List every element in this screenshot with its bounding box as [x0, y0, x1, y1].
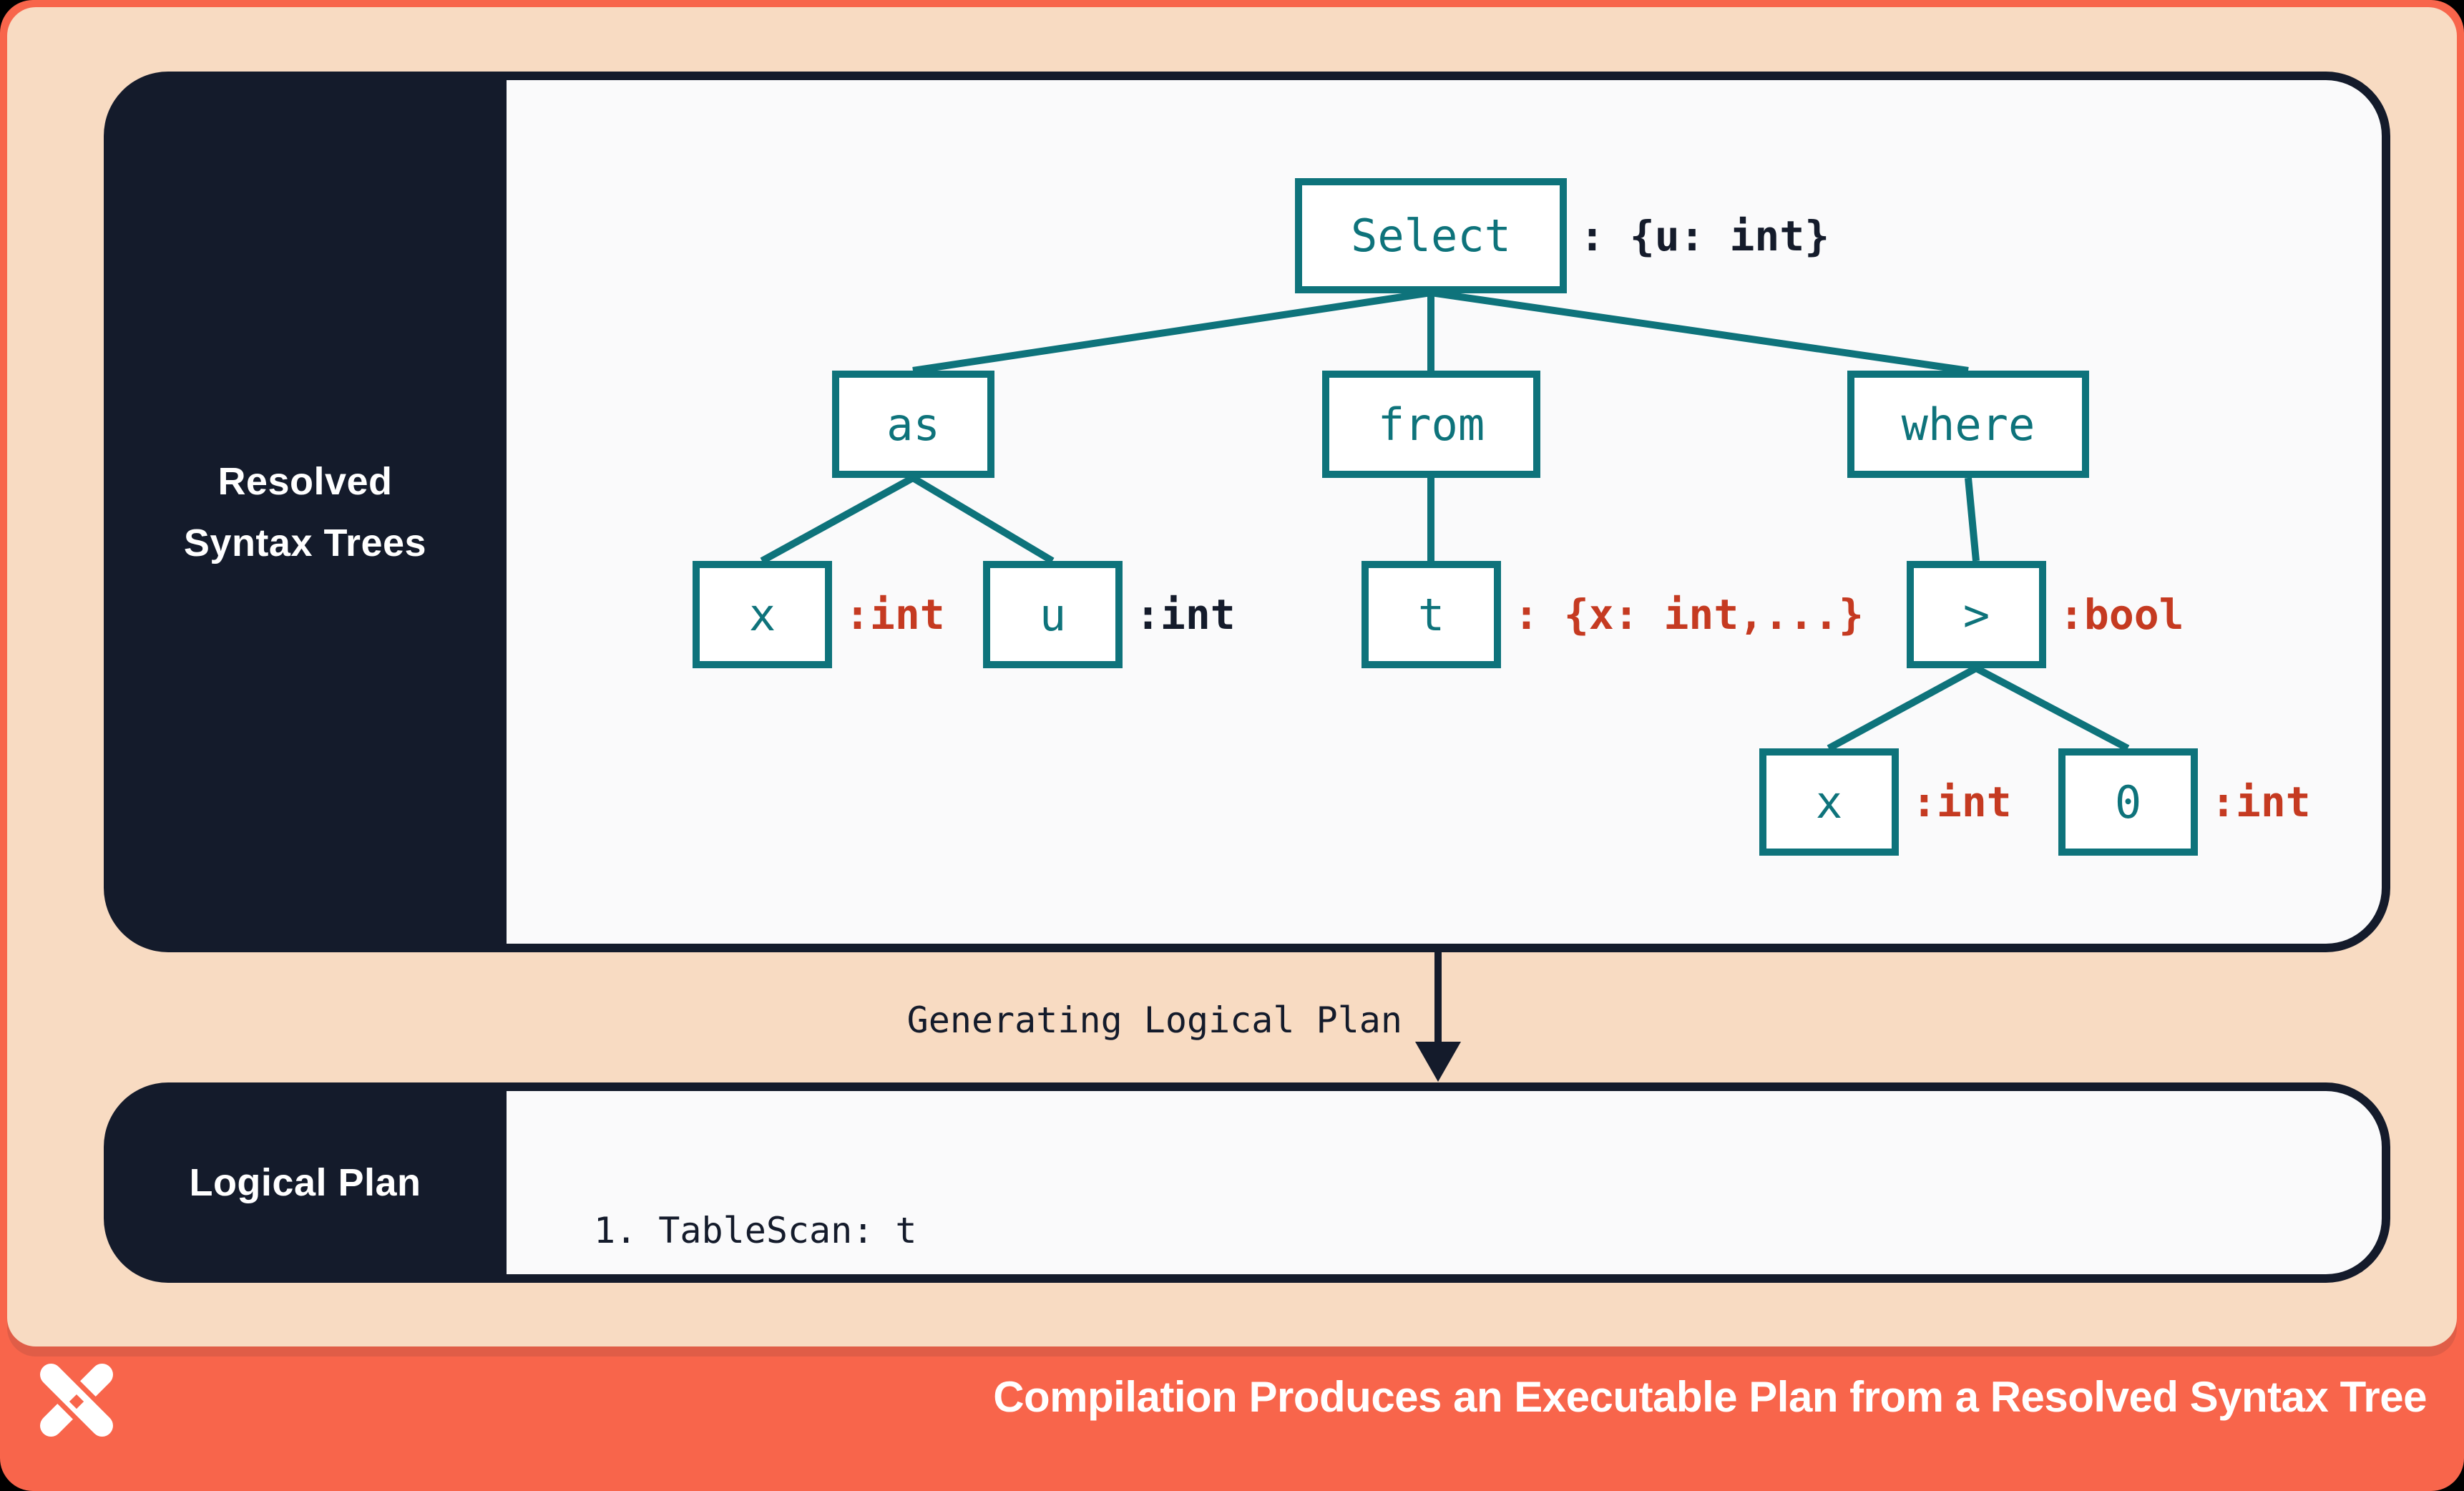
tree-node-label: where	[1901, 398, 2035, 451]
tree-node-greater-than: >	[1907, 561, 2046, 668]
tree-node-label: u	[1039, 588, 1067, 641]
logical-plan-steps: 1. TableScan: t 2. Filter: t.x > 0 3. Pr…	[594, 1111, 1089, 1283]
footer-bar: Compilation Produces an Executable Plan …	[0, 1345, 2464, 1491]
syntax-tree-canvas: Select : {u: int} as from where x :int	[104, 72, 2390, 952]
footer-title: Compilation Produces an Executable Plan …	[993, 1373, 2427, 1421]
tree-node-label: Select	[1351, 210, 1511, 262]
type-annotation-t: : {x: int,...}	[1514, 590, 1864, 639]
tree-edge	[760, 474, 915, 564]
tree-node-t: t	[1361, 561, 1501, 668]
tree-edges	[760, 289, 2130, 752]
tree-node-select: Select	[1295, 178, 1567, 293]
tree-edge	[911, 474, 1055, 564]
resolved-syntax-trees-panel: Resolved Syntax Trees Select	[104, 72, 2390, 952]
down-arrow-shaft	[1434, 952, 1442, 1045]
tree-edge	[1430, 289, 1969, 374]
type-annotation-x-right: :int	[1912, 778, 2012, 826]
logical-plan-sidebar: Logical Plan	[104, 1082, 507, 1283]
type-annotation-zero: :int	[2211, 778, 2311, 826]
transition-label: Generating Logical Plan	[906, 999, 1402, 1041]
logical-plan-body	[507, 1091, 2382, 1274]
tree-node-label: as	[886, 398, 940, 451]
tree-edge	[1974, 665, 2130, 752]
tree-panel-title-line2: Syntax Trees	[183, 521, 427, 564]
tree-node-x-right: x	[1759, 748, 1899, 856]
tree-node-label: t	[1417, 588, 1445, 641]
tree-node-u: u	[983, 561, 1123, 668]
tree-node-label: x	[748, 588, 776, 641]
tree-panel-title: Resolved Syntax Trees	[184, 451, 426, 574]
tree-node-label: from	[1377, 398, 1485, 451]
logical-plan-step: 1. TableScan: t	[594, 1210, 917, 1251]
tree-edge	[1827, 665, 1978, 752]
type-annotation-select: : {u: int}	[1580, 211, 1830, 260]
logical-plan-title: Logical Plan	[189, 1161, 421, 1204]
tree-node-label: 0	[2114, 776, 2142, 828]
down-arrow-head-icon	[1415, 1042, 1461, 1082]
tree-node-where: where	[1847, 371, 2089, 478]
type-annotation-greater-than: :bool	[2059, 590, 2184, 639]
tree-edge	[912, 289, 1432, 374]
type-annotation-x-left: :int	[845, 590, 945, 639]
tree-node-as: as	[832, 371, 994, 478]
tree-node-zero: 0	[2058, 748, 2198, 856]
tree-panel-title-line1: Resolved	[217, 459, 393, 503]
tree-node-from: from	[1322, 371, 1540, 478]
tree-node-x-left: x	[693, 561, 832, 668]
tree-node-label: x	[1815, 776, 1843, 828]
tree-panel-sidebar: Resolved Syntax Trees	[104, 72, 507, 952]
tree-node-label: >	[1962, 588, 1990, 641]
tree-edge	[1965, 477, 1980, 562]
type-annotation-u: :int	[1135, 590, 1236, 639]
logical-plan-panel: Logical Plan 1. TableScan: t 2. Filter: …	[104, 1082, 2390, 1283]
dolt-logo-icon	[40, 1364, 113, 1437]
